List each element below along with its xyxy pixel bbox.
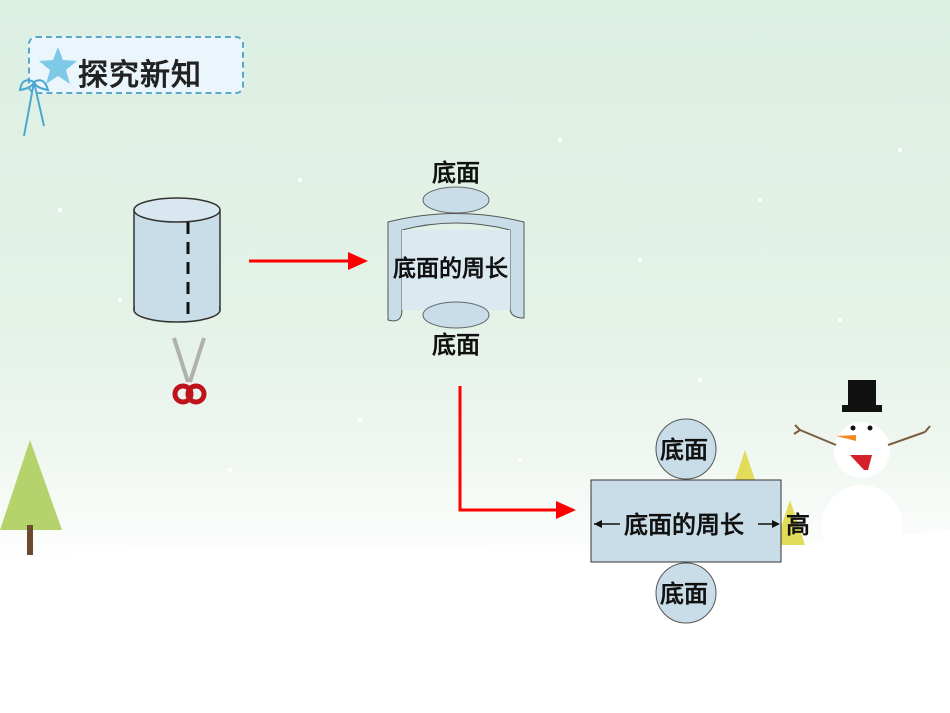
net-bottom-base-label: 底面 (660, 580, 708, 608)
net-height-label: 高 (786, 511, 810, 539)
bottom-base-label: 底面 (432, 331, 480, 359)
tree-icon (0, 440, 62, 555)
cylinder (133, 197, 221, 323)
top-base-label: 底面 (432, 159, 480, 187)
lateral-label: 底面的周长 (393, 256, 508, 282)
opened-cylinder (387, 186, 525, 329)
ribbon-icon (18, 79, 50, 137)
arrow-flatten (458, 386, 560, 512)
snowman-icon (793, 380, 931, 565)
net-rect-label: 底面的周长 (624, 511, 744, 539)
scissors-icon (172, 337, 207, 405)
cylinder-net (590, 418, 782, 624)
section-title: 探究新知 (78, 58, 202, 93)
star-icon (39, 47, 77, 84)
net-top-base-label: 底面 (660, 436, 708, 464)
